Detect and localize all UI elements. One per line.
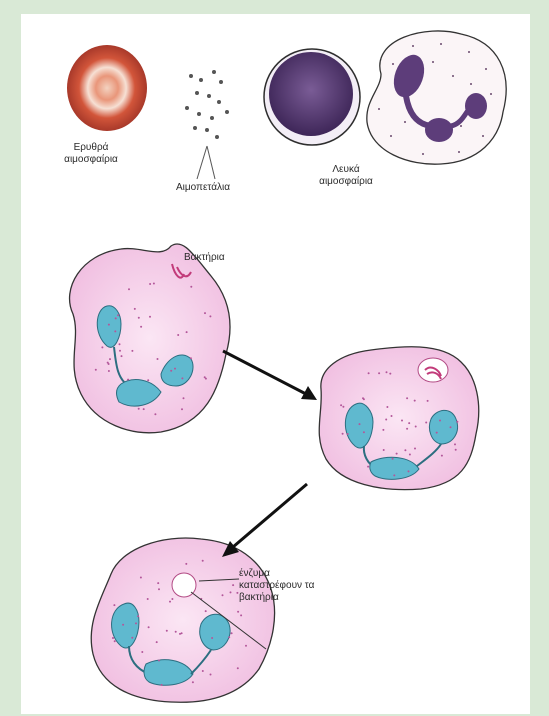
arrow-stage2-to-stage3 [222, 484, 307, 557]
diagram-panel: Ερυθρά αιμοσφαίρια Αιμοπετάλια Λευκά αιμ… [21, 14, 530, 714]
phagocyte-stage-3 [91, 538, 274, 702]
red-cells-label: Ερυθρά αιμοσφαίρια [51, 142, 131, 166]
white-cells-label: Λευκά αιμοσφαίρια [301, 164, 391, 188]
arrow-stage1-to-stage2 [223, 351, 317, 400]
phagocyte-stage-1 [70, 244, 230, 433]
enzymes-label: ένζυμα καταστρέφουν τα βακτήρια [239, 568, 339, 604]
lymphocyte-cell [264, 49, 360, 145]
blood-cells-diagram [21, 14, 530, 714]
platelets-label: Αιμοπετάλια [153, 182, 253, 194]
phagocyte-stage-2 [319, 347, 479, 490]
neutrophil-cell-top [367, 31, 506, 164]
red-blood-cell [67, 45, 147, 131]
platelets [185, 70, 229, 179]
bacteria-label: Βακτήρια [184, 252, 264, 264]
